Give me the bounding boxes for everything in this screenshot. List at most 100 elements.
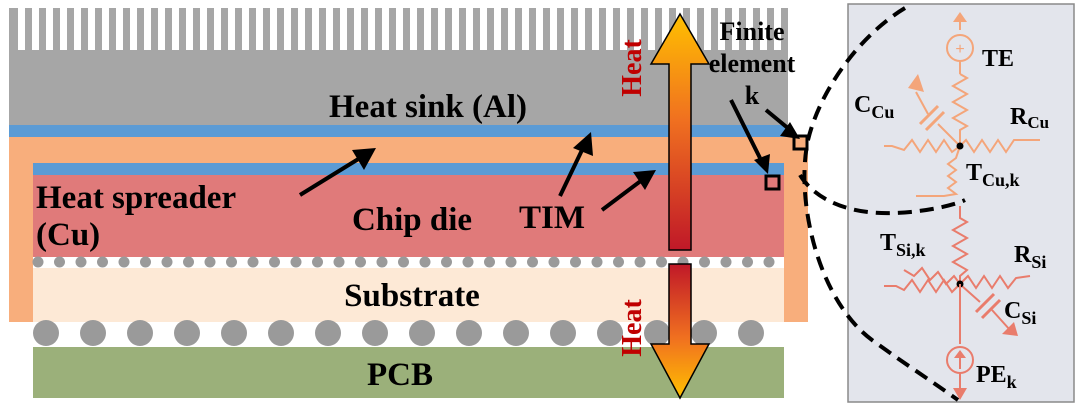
fin-gap [578, 8, 585, 50]
heat-sink-fins [18, 8, 781, 50]
fin-gap [690, 8, 697, 50]
solder-ball [738, 320, 764, 346]
fin-gap [522, 8, 529, 50]
tim-pointer-arrowhead-top [573, 132, 593, 156]
microbump [183, 256, 194, 268]
microbump [376, 256, 388, 268]
fin-gap [648, 8, 655, 50]
fin-gap [536, 8, 543, 50]
fin-gap [116, 8, 123, 50]
microbump [505, 256, 517, 268]
microbump [763, 256, 775, 268]
substrate [33, 268, 784, 322]
fin-gap [284, 8, 291, 50]
fin-gap [634, 8, 641, 50]
r-cu-label: RCu [1010, 104, 1049, 132]
fin-gap [438, 8, 445, 50]
fe-pointer-arrow-top [764, 108, 791, 131]
microbump [140, 256, 151, 268]
fin-gap [144, 8, 151, 50]
fin-gap [466, 8, 473, 50]
solder-ball [127, 320, 153, 346]
microbump [742, 256, 753, 268]
microbump [527, 256, 538, 268]
solder-microbumps [32, 256, 775, 268]
chip-die-label: Chip die [352, 202, 472, 238]
solder-ball [456, 320, 482, 346]
fin-gap [172, 8, 179, 50]
solder-ball [268, 320, 294, 346]
tim-label: TIM [519, 200, 585, 236]
microbump [32, 256, 44, 268]
fin-gap [88, 8, 95, 50]
heat-sink-label: Heat sink (Al) [329, 89, 527, 125]
pointer-arrows [298, 99, 800, 212]
cu-right-resistor [959, 138, 1026, 154]
microbump [398, 256, 409, 268]
fin-gap [354, 8, 361, 50]
solder-ball [362, 320, 388, 346]
svg-text:+: + [955, 41, 964, 58]
cu-vertical-resistor [950, 73, 970, 146]
microbump [419, 256, 431, 268]
fin-gap [312, 8, 319, 50]
fe-pointer-arrowhead-bottom [754, 154, 770, 174]
fin-gap [74, 8, 81, 50]
fin-gap [298, 8, 305, 50]
microbump [591, 256, 603, 268]
fin-gap [718, 8, 725, 50]
solder-balls [33, 320, 764, 346]
finite-element-label-line2: element [709, 49, 796, 78]
tim-layer-bottom [33, 163, 784, 175]
r-si-label: RSi [1014, 242, 1046, 272]
microbump [118, 256, 130, 268]
solder-ball [174, 320, 200, 346]
substrate-label: Substrate [344, 278, 480, 314]
microbump [75, 256, 87, 268]
cu-capacitor-plate-1 [924, 110, 946, 132]
fin-gap [214, 8, 221, 50]
microbump [441, 256, 452, 268]
pcb-label: PCB [367, 357, 433, 393]
microbump [656, 256, 667, 268]
microbump [54, 256, 65, 268]
pe-k-label: PEk [976, 362, 1017, 392]
heat-spreader-label-line2: (Cu) [36, 217, 100, 253]
fin-gap [102, 8, 109, 50]
heat-flow-down-arrow [649, 263, 711, 400]
fin-gap [340, 8, 347, 50]
fin-gap [256, 8, 263, 50]
heat-spreader-label-line1: Heat spreader [36, 180, 236, 216]
c-si-label: CSi [1004, 298, 1036, 328]
heat-down-label: Heat [617, 299, 648, 357]
solder-ball [597, 320, 623, 346]
solder-ball [409, 320, 435, 346]
si-left-resistor [884, 278, 961, 294]
solder-ball [221, 320, 247, 346]
heat-flow-up-arrow [649, 12, 711, 251]
si-capacitor-plate-2 [980, 298, 1002, 320]
microbump [548, 256, 560, 268]
microbump [290, 256, 302, 268]
microbump [269, 256, 280, 268]
solder-ball [80, 320, 106, 346]
spreader-pointer-arrow [298, 156, 362, 197]
microbump [462, 256, 474, 268]
fin-gap [326, 8, 333, 50]
fin-gap [368, 8, 375, 50]
te-label: TE [982, 46, 1014, 72]
fin-gap [494, 8, 501, 50]
microbump [226, 256, 237, 268]
t-cu-k-label: TCu,k [966, 160, 1020, 190]
fin-gap [18, 8, 25, 50]
zoom-callout [798, 6, 966, 402]
solder-ball [503, 320, 529, 346]
fin-gap [186, 8, 193, 50]
microbump [484, 256, 495, 268]
fin-gap [746, 8, 753, 50]
fin-gap [46, 8, 53, 50]
si-vertical-resistor [950, 206, 970, 284]
fin-gap [270, 8, 277, 50]
solder-ball [33, 320, 59, 346]
